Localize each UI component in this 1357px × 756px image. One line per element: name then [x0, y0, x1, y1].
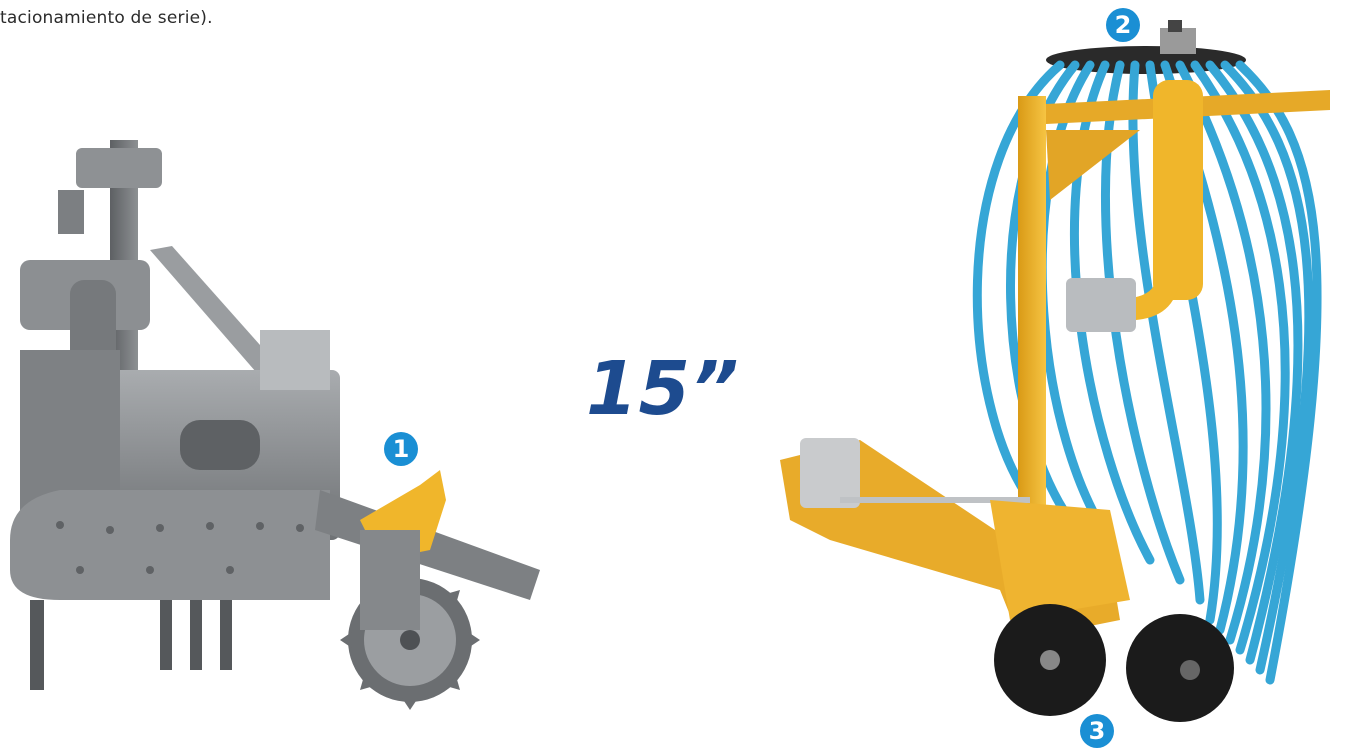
row-spacing-label: 15” — [586, 346, 740, 432]
top-hitch — [76, 148, 162, 188]
opener-discs — [994, 604, 1234, 722]
feed-tube — [1153, 80, 1203, 300]
venturi-cylinder — [1066, 278, 1136, 332]
lower-tray — [10, 490, 330, 600]
grey-seeder-unit-illustration — [10, 140, 540, 710]
yellow-seeder-unit-illustration — [780, 20, 1330, 722]
main-post — [1018, 96, 1046, 566]
callout-badge-2: 2 — [1106, 8, 1140, 42]
callout-badge-3: 3 — [1080, 714, 1114, 748]
callout-badge-1: 1 — [384, 432, 418, 466]
caption-text: tacionamiento de serie). — [0, 8, 213, 28]
